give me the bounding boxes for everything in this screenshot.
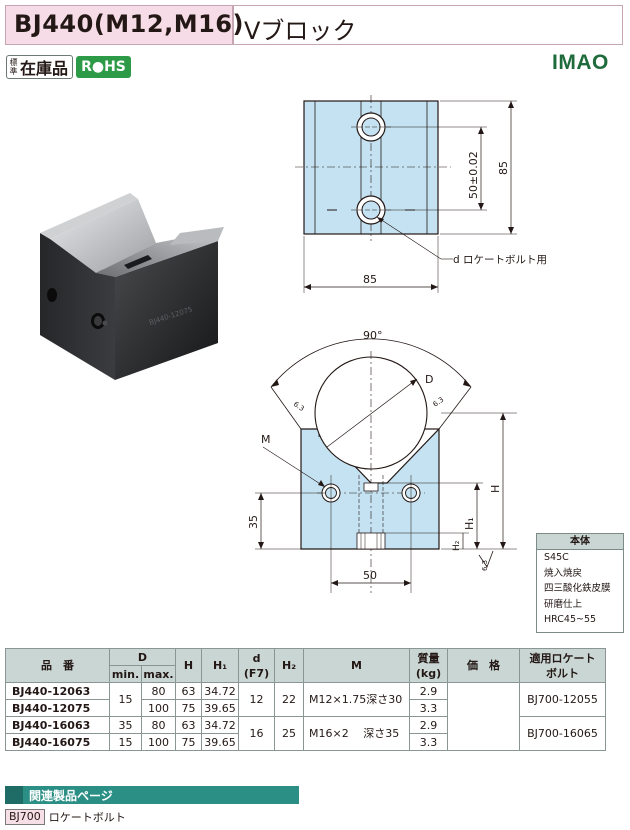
dim-width-top: 85 [363, 273, 377, 286]
th-H1: H₁ [201, 648, 239, 683]
th-d: d(F7) [238, 648, 275, 683]
cell-H: 63 [175, 716, 202, 734]
finish-mark: 6.3 [481, 560, 489, 571]
material-line: 焼入焼戻 [544, 567, 583, 579]
brand-logo: IMAO [552, 51, 609, 74]
svg-text:6.3: 6.3 [432, 396, 446, 409]
label-D: D [425, 373, 433, 386]
dim-pitch: 50±0.02 [467, 151, 480, 199]
cell-price [447, 682, 520, 751]
th-bolt-label2: ボルト [546, 666, 579, 680]
cell-max: 100 [141, 699, 176, 717]
table-row: BJ440-16075 15 100 75 39.65 3.3 [5, 733, 606, 751]
cell-M: M16×2 深さ35 [303, 716, 410, 751]
svg-text:6.3: 6.3 [292, 400, 306, 413]
dim-height-top: 85 [497, 161, 510, 175]
th-D-max: max. [141, 665, 176, 683]
callout-locate-bolt: d ロケートボルト用 [453, 254, 547, 266]
front-view-drawing: 90° D 6.3 6.3 M 35 50 [247, 329, 517, 593]
th-bolt-label: 適用ロケート [529, 651, 596, 665]
th-mass-unit: (kg) [415, 666, 442, 680]
cell-min: 15 [109, 733, 142, 751]
stock-badge-small: 標準 [9, 58, 18, 76]
th-price: 価 格 [447, 648, 520, 683]
cell-H: 75 [175, 733, 202, 751]
cell-H: 63 [175, 682, 202, 700]
material-line: S45C [544, 552, 569, 563]
cell-M: M12×1.75深さ30 [303, 682, 410, 717]
cell-part: BJ440-16063 [5, 716, 110, 734]
th-D: D [109, 648, 176, 666]
material-line: 四三酸化鉄皮膜 [544, 583, 611, 594]
cell-bolt: BJ700-12055 [519, 682, 606, 717]
th-D-min: min. [109, 665, 142, 683]
cell-part: BJ440-16075 [5, 733, 110, 751]
cell-H1: 34.72 [201, 716, 239, 734]
cell-part: BJ440-12075 [5, 699, 110, 717]
rohs-badge: R●HS [76, 56, 131, 78]
related-product-link[interactable]: BJ700 ロケートボルト [5, 809, 126, 825]
stock-badge: 標準 在庫品 [6, 55, 74, 79]
stock-badge-label: 在庫品 [20, 59, 69, 78]
label-H1: H₁ [463, 517, 476, 530]
th-H2: H₂ [274, 648, 304, 683]
cell-part: BJ440-12063 [5, 682, 110, 700]
th-H: H [175, 648, 202, 683]
cell-mass: 3.3 [409, 733, 448, 751]
spec-table: 品 番 D H H₁ d(F7) H₂ M 質量(kg) 価 格 適用ロケートボ… [5, 648, 606, 751]
table-row: BJ440-12063 15 80 63 34.72 12 22 M12×1.7… [5, 682, 606, 751]
cell-min: 15 [109, 682, 142, 717]
related-products-title: 関連製品ページ [29, 789, 113, 803]
th-part: 品 番 [5, 648, 110, 683]
cell-H1: 34.72 [201, 682, 239, 700]
cell-d: 16 [238, 716, 275, 751]
table-row: BJ440-12075 100 75 39.65 3.3 [5, 699, 606, 717]
dim-50: 50 [363, 569, 377, 582]
th-M: M [303, 648, 410, 683]
cell-H2: 25 [274, 716, 304, 751]
related-products-header: 関連製品ページ [5, 786, 299, 804]
material-line: 研磨仕上 [544, 598, 583, 610]
cell-d: 12 [238, 682, 275, 717]
cell-H1: 39.65 [201, 699, 239, 717]
product-photo: BJ440-12075 [40, 193, 224, 380]
cell-mass: 2.9 [409, 716, 448, 734]
th-d-label: d [252, 651, 261, 665]
cell-H: 75 [175, 699, 202, 717]
cell-mass: 2.9 [409, 682, 448, 700]
material-title: 本体 [537, 534, 623, 550]
cell-max: 80 [141, 716, 176, 734]
top-view-drawing: 50±0.02 85 85 d ロケートボルト用 [295, 95, 547, 293]
cell-max: 80 [141, 682, 176, 700]
cell-min: 35 [109, 716, 142, 734]
related-product-name[interactable]: ロケートボルト [48, 811, 126, 824]
label-H: H [489, 485, 502, 493]
cell-H1: 39.65 [201, 733, 239, 751]
related-product-code[interactable]: BJ700 [5, 809, 45, 825]
th-mass: 質量(kg) [409, 648, 448, 683]
material-line: HRC45~55 [544, 614, 597, 625]
title-bar: BJ440(M12,M16) Vブロック [5, 5, 623, 45]
th-d-sub: (F7) [243, 666, 270, 680]
dim-35: 35 [247, 515, 260, 529]
label-H2: H₂ [452, 540, 462, 551]
th-mass-label: 質量 [417, 651, 440, 665]
material-spec-box: 本体 S45C 焼入焼戻 四三酸化鉄皮膜 研磨仕上 HRC45~55 [536, 533, 624, 633]
th-bolt: 適用ロケートボルト [519, 648, 606, 683]
product-code-cell: BJ440(M12,M16) [6, 6, 243, 44]
angle-label: 90° [363, 329, 383, 342]
related-corner-mark [5, 786, 23, 804]
cell-H2: 22 [274, 682, 304, 717]
product-code: BJ440(M12,M16) [14, 10, 244, 38]
cell-bolt: BJ700-16065 [519, 716, 606, 751]
label-M: M [261, 433, 271, 446]
cell-mass: 3.3 [409, 699, 448, 717]
table-row: BJ440-16063 35 80 63 34.72 16 25 M16×2 深… [5, 716, 606, 751]
cell-max: 100 [141, 733, 176, 751]
product-name: Vブロック [244, 17, 357, 45]
